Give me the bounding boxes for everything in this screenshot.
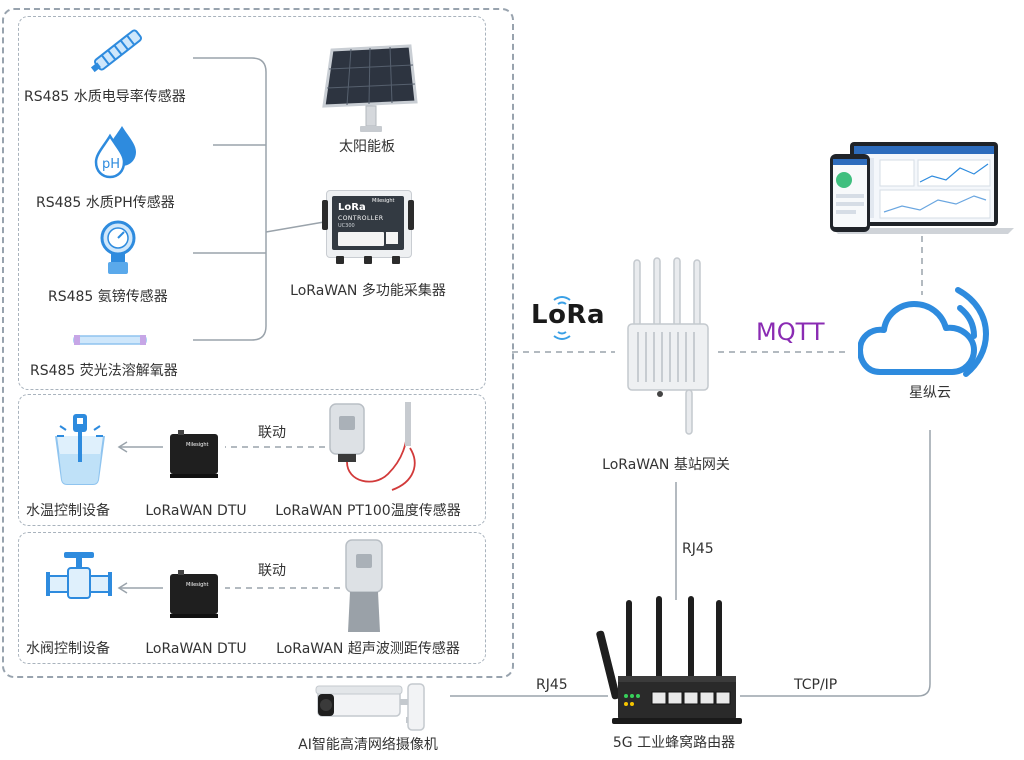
gateway-icon xyxy=(627,257,709,435)
rj45-camera-router-label: RJ45 xyxy=(536,677,568,693)
cloud-icon xyxy=(858,287,990,377)
camera-icon xyxy=(315,683,425,731)
field-devices-outer-box xyxy=(2,8,514,678)
svg-text:pH: pH xyxy=(102,157,120,172)
temp-link-label: 联动 xyxy=(258,425,286,441)
dtu-box-icon: Milesight xyxy=(170,570,218,618)
router-label: 5G 工业蜂窝路由器 xyxy=(612,735,736,751)
dtu-box-icon: Milesight xyxy=(170,430,218,478)
controller-face-model: UC300 xyxy=(338,223,355,229)
mqtt-label: MQTT xyxy=(756,318,825,346)
valve-dtu-label: LoRaWAN DTU xyxy=(145,641,247,657)
solar-panel-label: 太阳能板 xyxy=(339,139,395,155)
conductivity-sensor-icon xyxy=(90,29,142,73)
valve-control-box xyxy=(18,532,486,664)
controller-face-brand: Milesight xyxy=(372,198,395,204)
pt100-sensor-label: LoRaWAN PT100温度传感器 xyxy=(275,503,461,519)
water-tank-icon xyxy=(55,414,105,485)
sensor-collection-box xyxy=(18,16,486,390)
temperature-control-box xyxy=(18,394,486,526)
temp-device-label: 水温控制设备 xyxy=(26,503,110,519)
controller-face-title: LoRa xyxy=(338,202,366,213)
tcpip-router-cloud-label: TCP/IP xyxy=(794,677,838,693)
ph-drop-icon: pH xyxy=(94,126,136,179)
pressure-gauge-icon xyxy=(100,220,136,274)
svg-text:Milesight: Milesight xyxy=(186,582,209,588)
oxygen-probe-icon xyxy=(73,335,147,345)
ultrasonic-sensor-label: LoRaWAN 超声波测距传感器 xyxy=(276,641,460,657)
pt100-sensor-icon xyxy=(329,402,416,491)
rj45-gateway-router-label: RJ45 xyxy=(682,541,714,557)
controller-label: LoRaWAN 多功能采集器 xyxy=(290,283,446,299)
valve-link-label: 联动 xyxy=(258,563,286,579)
oxygen-sensor-label: RS485 荧光法溶解氧器 xyxy=(30,363,178,379)
valve-device-label: 水阀控制设备 xyxy=(26,641,110,657)
ph-sensor-label: RS485 水质PH传感器 xyxy=(36,195,175,211)
svg-text:Milesight: Milesight xyxy=(186,442,209,448)
gateway-label: LoRaWAN 基站网关 xyxy=(602,457,730,473)
valve-icon xyxy=(46,552,112,599)
cloud-label: 星纵云 xyxy=(909,385,951,401)
ammonia-sensor-label: RS485 氨镑传感器 xyxy=(48,289,168,305)
router-icon xyxy=(596,596,742,724)
camera-label: AI智能高清网络摄像机 xyxy=(298,737,438,753)
temp-dtu-label: LoRaWAN DTU xyxy=(145,503,247,519)
lora-waves-icon xyxy=(553,296,571,340)
ultrasonic-sensor-icon xyxy=(345,539,383,632)
laptop-dashboard-icon xyxy=(830,142,1014,234)
solar-panel-icon xyxy=(322,44,418,132)
conductivity-sensor-label: RS485 水质电导率传感器 xyxy=(24,89,186,105)
controller-box-icon: LoRa Milesight CONTROLLER UC300 xyxy=(322,190,414,264)
lora-protocol-logo: LoRa xyxy=(531,300,605,330)
controller-face-subtitle: CONTROLLER xyxy=(338,215,384,222)
